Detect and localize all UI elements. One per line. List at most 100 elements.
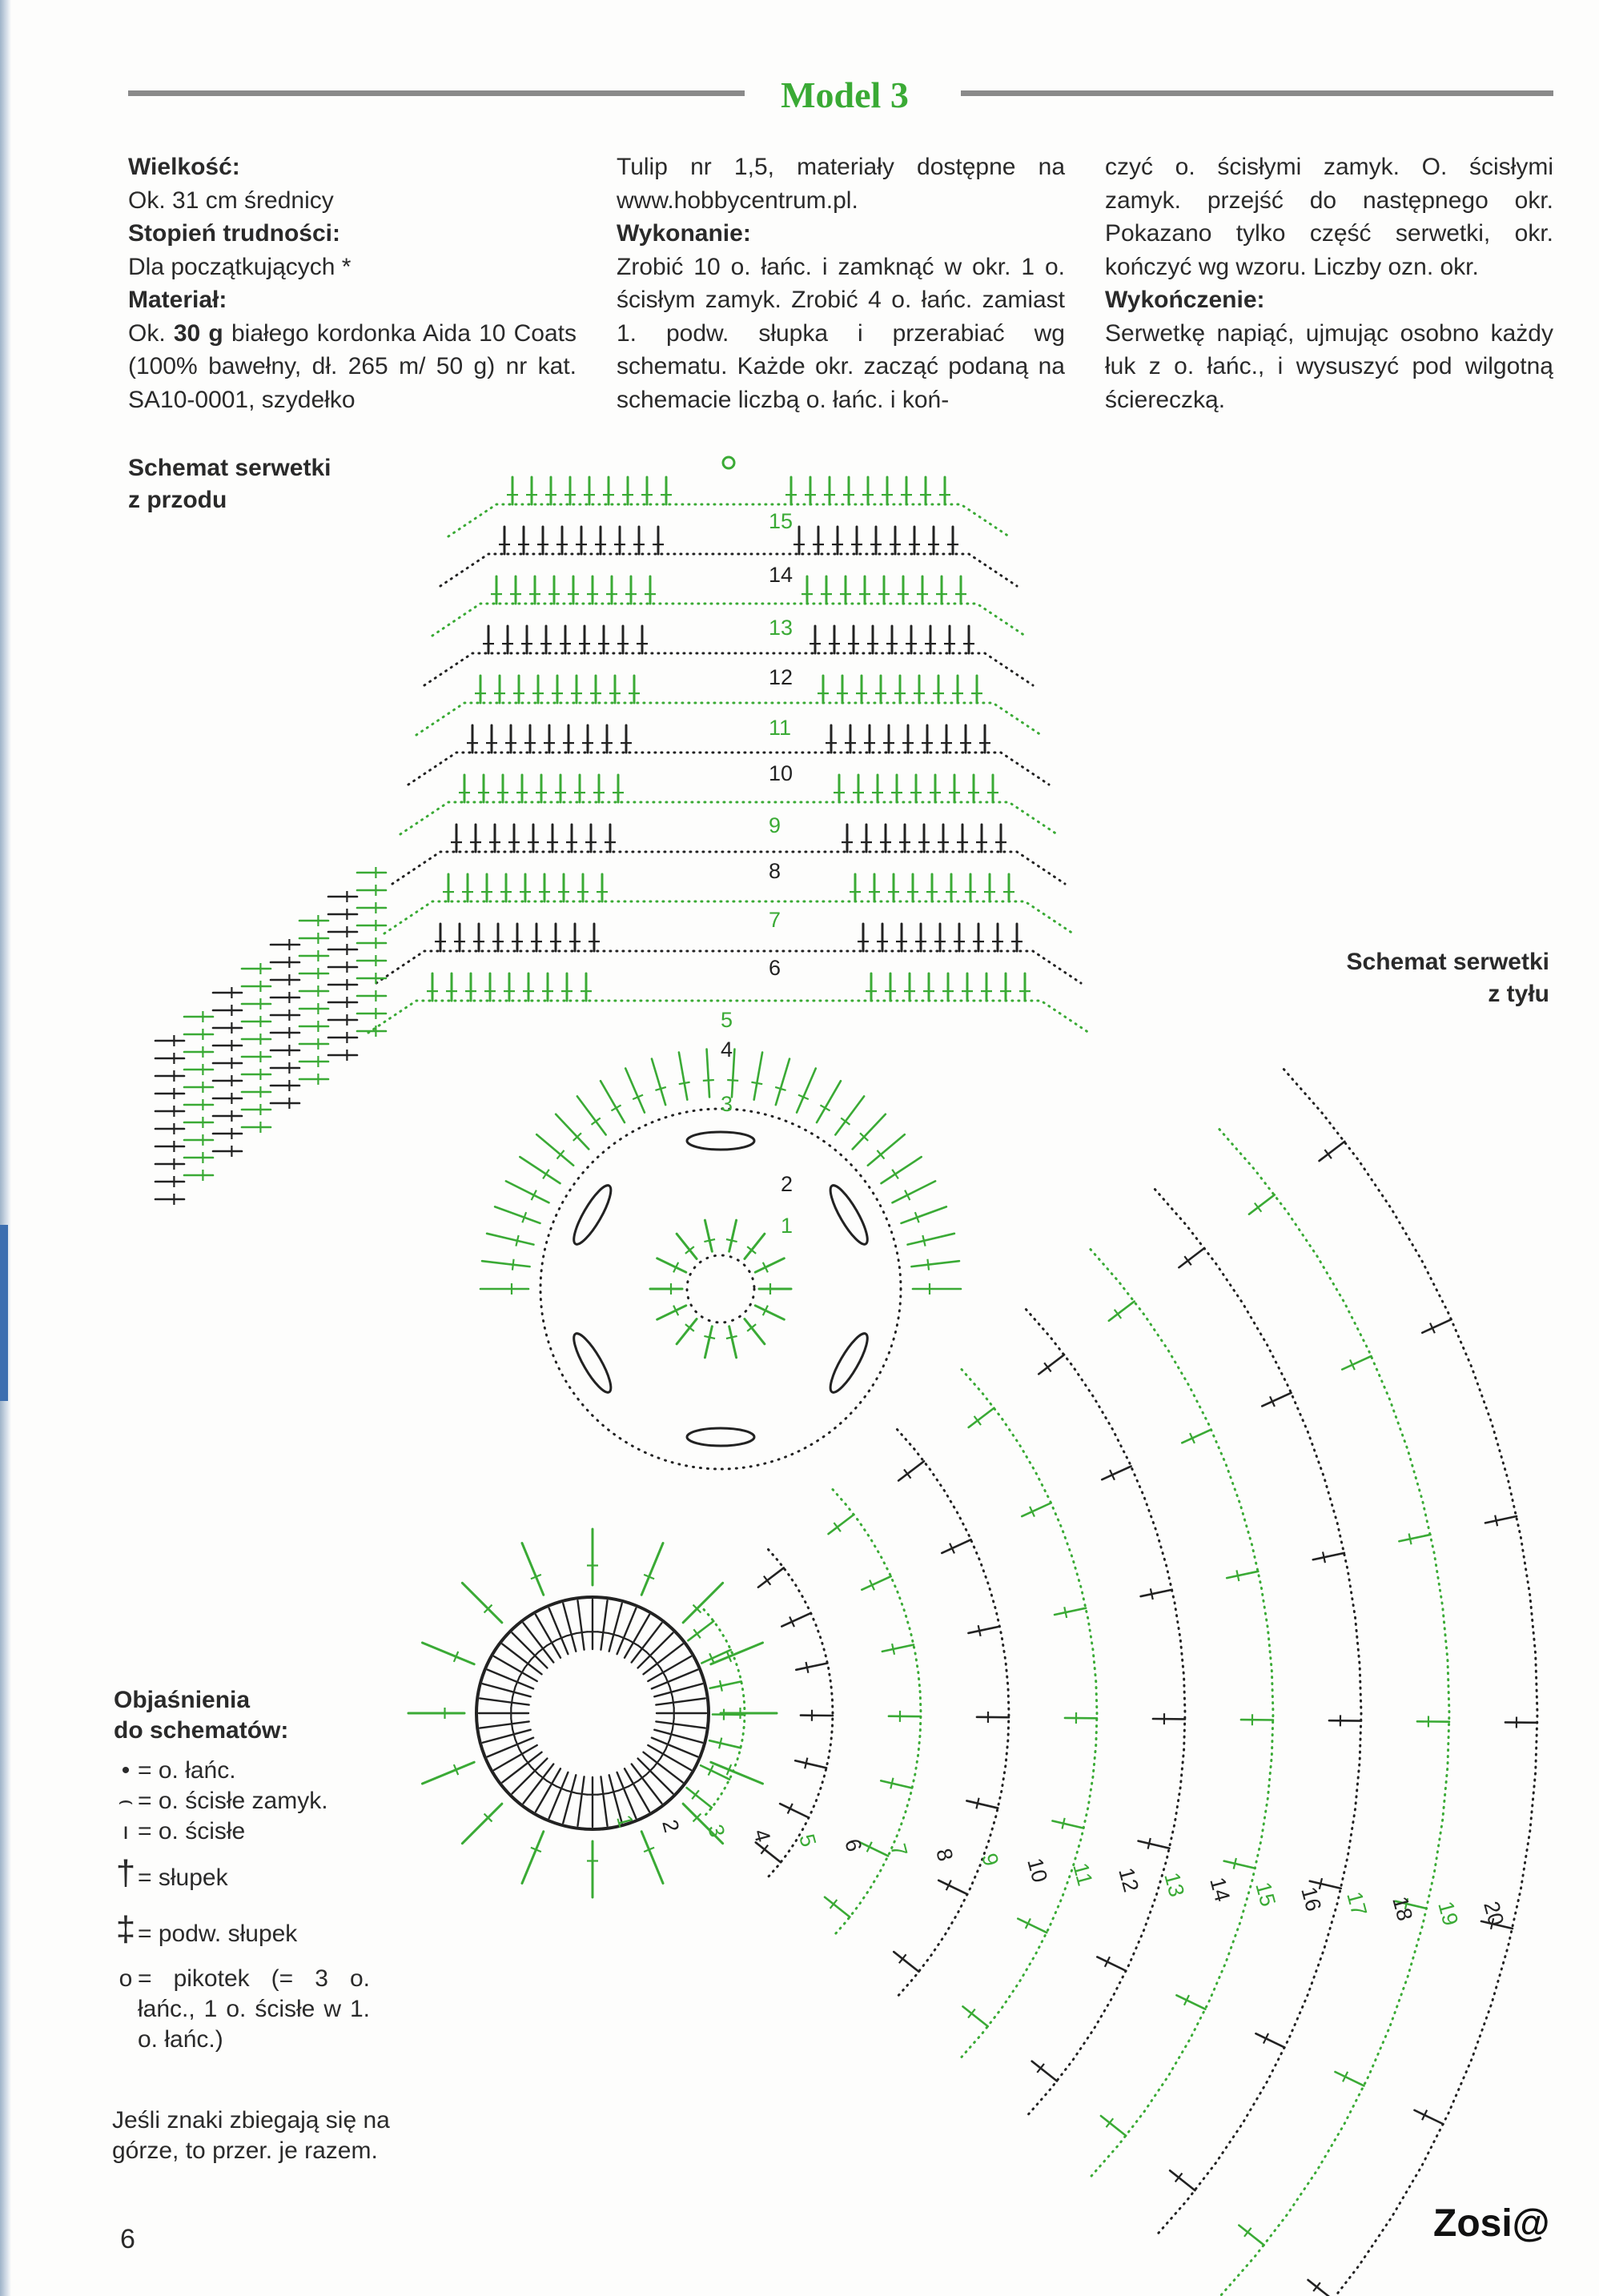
front-arch-stitch [482,1261,530,1266]
front-arch-stitch [797,1069,816,1113]
back-fan-stitch [1342,1356,1371,1370]
back-medallion-stitch [643,1752,682,1783]
slip-stitch-icon: ⌢ [114,1786,138,1816]
front-chain-row [400,802,1057,834]
back-fan-stitch [1141,1590,1172,1596]
front-arch-stitch [911,1261,959,1266]
back-medallion-petal [711,1643,763,1664]
back-medallion-stitch [632,1623,662,1662]
back-fan-stitch [942,1539,970,1553]
front-center-stitch [755,1258,784,1272]
back-fan-stitch-bar [1324,1150,1331,1158]
front-arch-stitch-bar [927,1259,929,1270]
back-fan-stitch [882,1645,914,1652]
legend-item-single-crochet: ı= o. ścisłe [114,1816,370,1847]
back-fan-stitch [1018,1919,1047,1933]
front-arch-stitch [908,1234,954,1245]
page-number: 6 [120,2224,135,2255]
back-medallion-stitch-bar [629,1640,638,1645]
back-medallion-stitch [483,1684,531,1696]
picot-icon: o [114,1964,138,1994]
back-medallion-petal [522,1543,544,1596]
back-medallion-petal [462,1583,501,1622]
back-fan-stitch [796,1663,827,1669]
back-medallion-stitch [632,1764,662,1803]
front-flower-ring [540,1109,901,1469]
back-fan-stitch-bar [1234,1858,1236,1869]
back-chain-arc [1026,1310,1185,2117]
back-round-number: 18 [1388,1894,1417,1924]
back-round-number: 12 [1114,1865,1143,1895]
back-fan-stitch-bar [1064,1607,1067,1618]
back-fan-stitch [1139,1841,1170,1848]
back-round-number: 5 [794,1832,821,1849]
back-medallion-stitch [601,1776,607,1825]
back-medallion-stitch-bar [661,1749,666,1759]
front-round-number: 9 [769,813,781,837]
back-fan-stitch-bar [892,1644,894,1655]
back-fan-stitch-bar [1151,1588,1153,1600]
legend-item-slip-stitch: ⌢= o. ścisłe zamyk. [114,1786,370,1816]
front-chain-row [408,753,1049,785]
legend-item-chain: •= o. łańc. [114,1756,370,1786]
front-center-stitch-bar [704,1336,715,1339]
back-medallion-petal [423,1762,475,1784]
front-round-number: 4 [721,1038,733,1062]
front-petal [825,1182,874,1249]
front-arch-stitch-bar [679,1082,690,1084]
back-medallion-stitch [654,1730,702,1743]
front-center-ring [687,1255,754,1323]
front-center-stitch [705,1220,712,1251]
legend-item-double-crochet: †= słupek [114,1858,370,1893]
back-medallion-stitch [577,1600,584,1649]
back-fan-stitch-bar [805,1758,807,1769]
back-round-number: 2 [657,1817,684,1835]
back-fan-stitch [1052,1821,1083,1828]
legend-note: Jeśli znaki zbiegają się na górze, to pr… [112,2105,456,2166]
front-center-stitch-bar [726,1336,737,1339]
back-round-number: 9 [977,1851,1003,1869]
front-round-number: 8 [769,859,781,883]
back-medallion-stitch-bar [597,1632,609,1633]
back-fan-stitch-bar [1323,1551,1325,1563]
back-fan-stitch-bar [764,1576,770,1585]
front-petal [687,1428,754,1446]
front-arch-stitch [868,1134,905,1166]
back-chain-arc [833,1490,921,1937]
back-medallion-stitch-bar [673,1718,674,1729]
back-round-number: 7 [886,1841,912,1859]
back-medallion-stitch-bar [653,1758,661,1767]
back-chain-arc [1284,1070,1537,2296]
front-chain-row [448,504,1009,536]
back-fan-stitch-bar [1148,1838,1151,1849]
signature: Zosi@ [1433,2202,1549,2246]
back-medallion-stitch [549,1772,568,1818]
back-medallion-stitch [656,1721,705,1728]
front-chain-row [392,852,1065,884]
back-fan-stitch-bar [976,1798,978,1809]
back-medallion-petal [711,1762,763,1784]
front-round-number: 3 [721,1092,733,1116]
double-crochet-icon: † [114,1858,138,1889]
back-fan-stitch [795,1760,826,1768]
front-center-stitch [755,1306,784,1319]
back-fan-stitch [1313,1553,1344,1559]
back-fan-stitch [1399,1535,1430,1541]
back-fan-stitch-bar [719,1738,721,1749]
back-fan-stitch [1422,1319,1451,1333]
treble-crochet-icon: ‡ [114,1914,138,1945]
front-chain-row [432,604,1025,636]
front-chain-row [384,901,1073,933]
back-medallion-stitch-bar [673,1697,674,1708]
back-medallion-stitch [502,1644,541,1675]
back-fan-stitch [1055,1608,1086,1615]
back-fan-stitch [1224,1861,1255,1869]
back-medallion-stitch [652,1738,697,1757]
back-medallion-stitch-bar [524,1660,532,1668]
back-chain-arc [1155,1190,1361,2238]
back-medallion-stitch [643,1644,682,1675]
front-arch-stitch [902,1206,946,1223]
front-petal [568,1182,617,1249]
front-round-number: 7 [769,908,781,932]
legend: Objaśnienia do schematów: •= o. łańc. ⌢=… [114,1685,370,2055]
